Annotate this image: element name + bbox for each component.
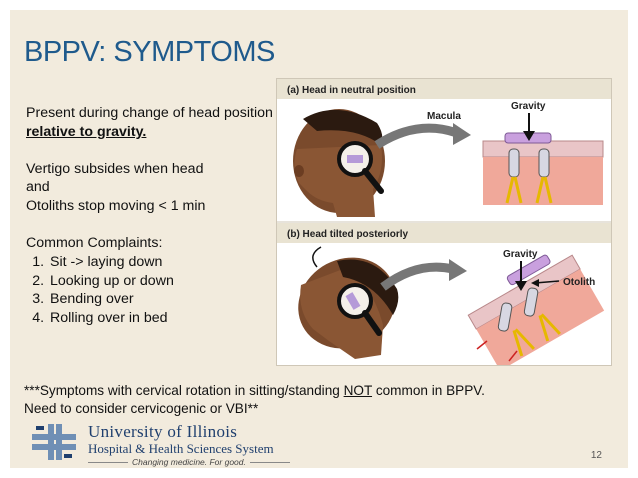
slide-title: BPPV: SYMPTOMS — [24, 36, 275, 68]
arrow-b — [380, 262, 454, 291]
vertigo-line-2: and — [26, 179, 50, 196]
macula-label: Macula — [427, 111, 461, 122]
otolith-label: Otolith — [563, 277, 595, 288]
gravity-label-b: Gravity — [503, 249, 538, 260]
slide: BPPV: SYMPTOMS Present during change of … — [10, 10, 628, 468]
panel-a-header — [277, 79, 611, 99]
panel-b-header — [277, 223, 611, 243]
macula-tissue-a — [482, 113, 604, 205]
complaints-heading: Common Complaints: — [26, 234, 163, 251]
logo-system-name: Hospital & Health Sciences System — [88, 441, 274, 456]
arrow-a — [374, 123, 459, 149]
note-emphasis: NOT — [343, 383, 373, 398]
panel-a-label: (a) Head in neutral position — [287, 85, 416, 96]
intro-paragraph: Present during change of head position r… — [26, 104, 276, 142]
macula-tissue-b — [467, 254, 605, 371]
symptoms-text: Present during change of head position r… — [26, 104, 276, 328]
clinical-note: ***Symptoms with cervical rotation in si… — [24, 382, 614, 417]
complaint-item: Rolling over in bed — [48, 309, 276, 328]
logo-tagline: Changing medicine. For good. — [132, 457, 246, 467]
complaint-item: Sit -> laying down — [48, 253, 276, 272]
page-number: 12 — [590, 450, 602, 461]
magnifier-b — [337, 283, 382, 336]
magnifier-a — [337, 141, 384, 194]
gravity-label-a: Gravity — [511, 101, 546, 112]
complaints-list: Sit -> laying down Looking up or down Be… — [26, 253, 276, 328]
vertigo-line-1: Vertigo subsides when head — [26, 160, 204, 177]
university-logo: University of Illinois Hospital & Health… — [32, 422, 332, 467]
otolith-figure: (a) Head in neutral position (b) Head ti… — [276, 78, 612, 371]
note-line-1: ***Symptoms with cervical rotation in si… — [24, 383, 485, 398]
intro-emphasis: relative to gravity. — [26, 123, 147, 140]
complaint-item: Bending over — [48, 290, 276, 309]
otolith-illustration: (a) Head in neutral position (b) Head ti… — [277, 79, 611, 371]
logo-mark-icon — [32, 424, 76, 460]
vertigo-line-3: Otoliths stop moving < 1 min — [26, 198, 206, 215]
panel-b-label: (b) Head tilted posteriorly — [287, 229, 409, 240]
logo-university-name: University of Illinois — [88, 422, 238, 441]
movement-arrows — [476, 340, 518, 362]
intro-text: Present during change of head position — [26, 105, 273, 121]
note-line-2: Need to consider cervicogenic or VBI** — [24, 400, 259, 416]
complaint-item: Looking up or down — [48, 272, 276, 291]
